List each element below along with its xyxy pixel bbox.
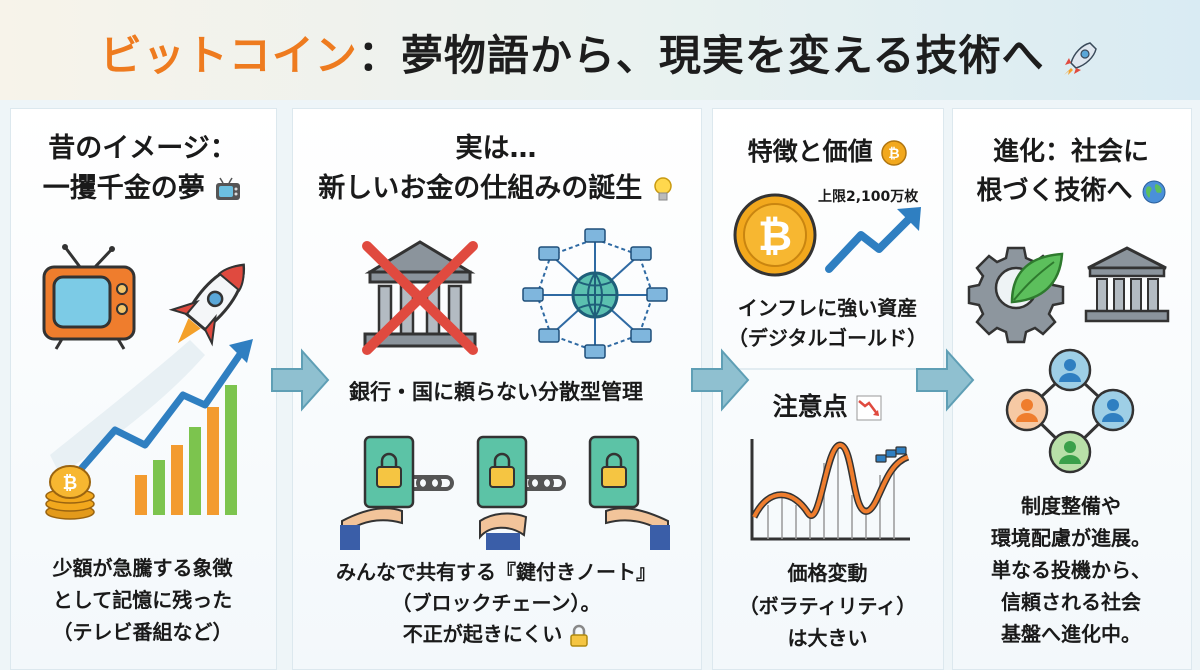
panel2-heading-line2: 新しいお金の仕組みの誕生 [300, 170, 692, 208]
page-title: ビットコイン：夢物語から、現実を変える技術へ [0, 22, 1200, 83]
bitcoin-coin-icon: ₿ [733, 193, 817, 277]
flow-arrow-3 [916, 348, 975, 412]
title-accent: ビットコイン [99, 31, 358, 80]
panel2-caption-decentralized: 銀行・国に頼らない分散型管理 [349, 380, 643, 404]
title-main: ：夢物語から、現実を変える技術へ [357, 31, 1045, 80]
panel1-heading-line1: 昔のイメージ： [48, 133, 237, 164]
panel2-heading-line1: 実は… [455, 133, 537, 164]
rocket-illustration [50, 263, 245, 475]
panel2-body-line3: 不正が起きにくい [300, 618, 692, 650]
caution-line1: 価格変動 [787, 561, 868, 585]
panel4-heading-text: 根づく技術へ [976, 176, 1133, 206]
panel2-body-line3-text: 不正が起きにくい [402, 622, 563, 646]
panel4-heading-line2: 根づく技術へ [960, 172, 1182, 210]
caution-line3: は大きい [787, 626, 868, 650]
panel1-heading-line2: 一攫千金の夢 [20, 170, 265, 208]
caution-heading-text: 注意点 [772, 392, 848, 421]
retro-tv-illustration [42, 244, 136, 350]
panel4-body-line3: 単なる投機から、 [991, 558, 1151, 582]
panel3-heading-text: 特徴と価値 [747, 137, 873, 166]
panel1-heading-text: 一攫千金の夢 [42, 173, 205, 204]
lock-icon [570, 624, 589, 647]
panel1-body-line3: （テレビ番組など） [52, 620, 233, 644]
panel2-body-line2: （ブロックチェーン）。 [391, 591, 601, 615]
svg-text:₿: ₿ [758, 211, 792, 260]
panel3-heading: 特徴と価値 ₿ [720, 133, 935, 171]
title-bar [0, 0, 1200, 100]
bitcoin-coin-stack-icon: ₿ [45, 465, 95, 520]
panel4-body-line5: 基盤へ進化中。 [1001, 622, 1141, 646]
notebook-chain-illustration [340, 435, 670, 550]
bank-crossed-icon [362, 240, 478, 355]
gear-leaf-icon [967, 246, 1065, 344]
panel4-body-line2: 環境配慮が進展。 [991, 526, 1151, 550]
tv-icon [216, 177, 241, 200]
panel1-body-line1: 少額が急騰する象徴 [52, 556, 233, 580]
caution-line2: （ボラティリティ） [738, 594, 917, 618]
panel2-body-line1: みんなで共有する『鍵付きノート』 [336, 560, 656, 584]
caution-heading: 注意点 [720, 388, 935, 426]
globe-icon [1142, 180, 1166, 203]
panel4-body-line4: 信頼される社会 [1001, 590, 1141, 614]
bank-icon [1084, 246, 1170, 323]
panel3-value-line2: （デジタルゴールド） [727, 326, 928, 350]
panel3-value-line1: インフレに強い資産 [737, 296, 918, 320]
people-network-icon [1005, 348, 1135, 474]
volatility-chart-illustration [750, 439, 910, 541]
panel1-body-line2: として記憶に残った [52, 588, 233, 612]
flow-arrow-1 [271, 348, 330, 412]
growth-chart-illustration [64, 339, 253, 515]
features-divider [722, 368, 932, 370]
lightbulb-icon [653, 176, 672, 200]
network-icon [522, 228, 668, 359]
panel4-body-line1: 制度整備や [1021, 494, 1121, 518]
chart-down-icon [856, 395, 882, 421]
flow-arrow-2 [691, 348, 750, 412]
rocket-icon [1064, 41, 1098, 75]
panel4-heading-line1: 進化：社会に [992, 137, 1149, 167]
svg-text:₿: ₿ [63, 473, 78, 494]
bitcoin-coin-small-icon: ₿ [881, 140, 908, 166]
trend-arrow-icon [825, 207, 921, 273]
supply-cap-label: 上限2,100万枚 [818, 189, 919, 205]
svg-text:₿: ₿ [889, 146, 900, 162]
panel2-heading-text: 新しいお金の仕組みの誕生 [318, 173, 643, 204]
